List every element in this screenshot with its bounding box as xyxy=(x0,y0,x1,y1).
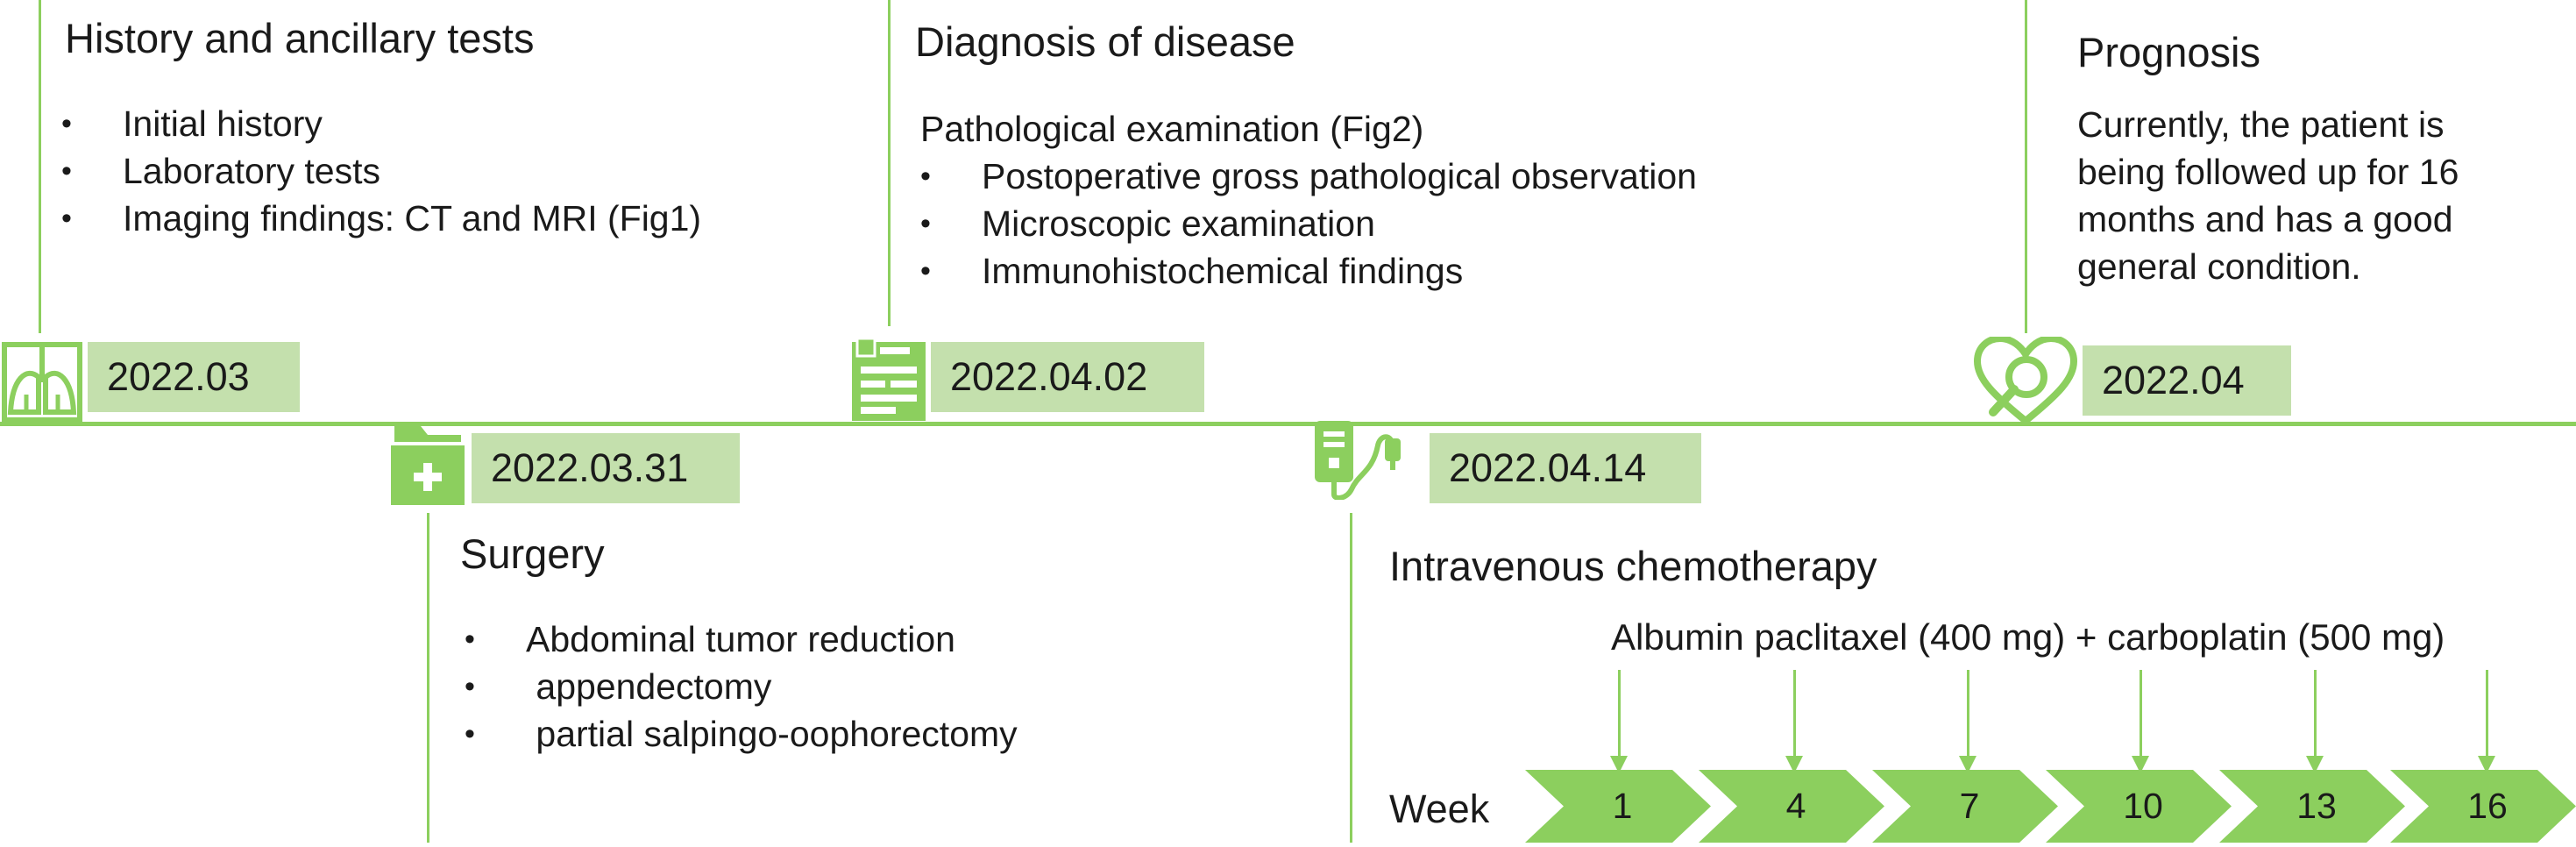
dose-arrow xyxy=(1959,670,1976,773)
dose-arrow xyxy=(2478,670,2495,773)
history-date: 2022.03 xyxy=(88,342,300,412)
dose-arrow xyxy=(2132,670,2149,773)
iv-drip-icon xyxy=(1315,421,1401,500)
list-item: Abdominal tumor reduction xyxy=(465,616,1018,663)
surgery-date: 2022.03.31 xyxy=(472,433,740,503)
list-item: Laboratory tests xyxy=(61,147,701,195)
prognosis-title: Prognosis xyxy=(2077,29,2260,75)
history-connector xyxy=(39,0,41,333)
week-number: 13 xyxy=(2296,786,2337,826)
chemo-date: 2022.04.14 xyxy=(1430,433,1701,503)
list-item: Postoperative gross pathological observa… xyxy=(920,153,1697,200)
dose-arrow xyxy=(2306,670,2324,773)
week-number: 10 xyxy=(2123,786,2163,826)
prognosis-date: 2022.04 xyxy=(2083,345,2291,416)
timeline-axis xyxy=(0,422,2576,426)
surgery-title: Surgery xyxy=(460,530,605,577)
chemo-connector xyxy=(1350,513,1352,843)
medical-folder-icon xyxy=(391,426,465,505)
diagnosis-date: 2022.04.02 xyxy=(931,342,1204,412)
surgery-list: Abdominal tumor reduction appendectomy p… xyxy=(465,616,1018,758)
surgery-connector xyxy=(427,513,429,843)
week-chevron: 10 xyxy=(2046,770,2232,843)
prognosis-line: general condition. xyxy=(2077,246,2361,287)
list-item: appendectomy xyxy=(465,663,1018,710)
week-number: 16 xyxy=(2467,786,2508,826)
week-number: 4 xyxy=(1785,786,1806,826)
chemo-title: Intravenous chemotherapy xyxy=(1389,543,1877,589)
list-item: Immunohistochemical findings xyxy=(920,247,1697,295)
week-number: 1 xyxy=(1612,786,1633,826)
lungs-icon xyxy=(2,342,82,423)
dose-arrow xyxy=(1785,670,1803,773)
week-chevron: 4 xyxy=(1699,770,1884,843)
chevron-shape xyxy=(2046,770,2232,843)
week-chevron: 1 xyxy=(1525,770,1711,843)
diagnosis-subtitle: Pathological examination (Fig2) xyxy=(920,109,1424,149)
week-number: 7 xyxy=(1959,786,1980,826)
chemo-regimen: Albumin paclitaxel (400 mg) + carboplati… xyxy=(1611,616,2445,658)
chevron-shape xyxy=(1699,770,1884,843)
history-list: Initial history Laboratory tests Imaging… xyxy=(61,100,701,242)
diagnosis-connector xyxy=(888,0,891,326)
chevron-shape xyxy=(1872,770,2058,843)
chevron-shape xyxy=(1525,770,1711,843)
prognosis-line: Currently, the patient is xyxy=(2077,104,2445,145)
week-chevron: 7 xyxy=(1872,770,2058,843)
week-chevron: 13 xyxy=(2219,770,2405,843)
chevron-shape xyxy=(2219,770,2405,843)
diagnosis-list: Postoperative gross pathological observa… xyxy=(920,153,1697,295)
clipboard-icon xyxy=(852,337,926,421)
week-label: Week xyxy=(1389,786,1490,831)
diagnosis-title: Diagnosis of disease xyxy=(915,18,1295,65)
list-item: Imaging findings: CT and MRI (Fig1) xyxy=(61,195,701,242)
week-chevron: 16 xyxy=(2390,770,2576,843)
prognosis-line: months and has a good xyxy=(2077,199,2453,239)
prognosis-line: being followed up for 16 xyxy=(2077,152,2459,192)
list-item: Microscopic examination xyxy=(920,200,1697,247)
list-item: Initial history xyxy=(61,100,701,147)
dose-arrow xyxy=(1610,670,1628,773)
prognosis-connector xyxy=(2025,0,2027,333)
heart-magnifier-icon xyxy=(1974,337,2077,424)
list-item: partial salpingo-oophorectomy xyxy=(465,710,1018,758)
history-title: History and ancillary tests xyxy=(65,15,535,61)
chevron-shape xyxy=(2390,770,2576,843)
